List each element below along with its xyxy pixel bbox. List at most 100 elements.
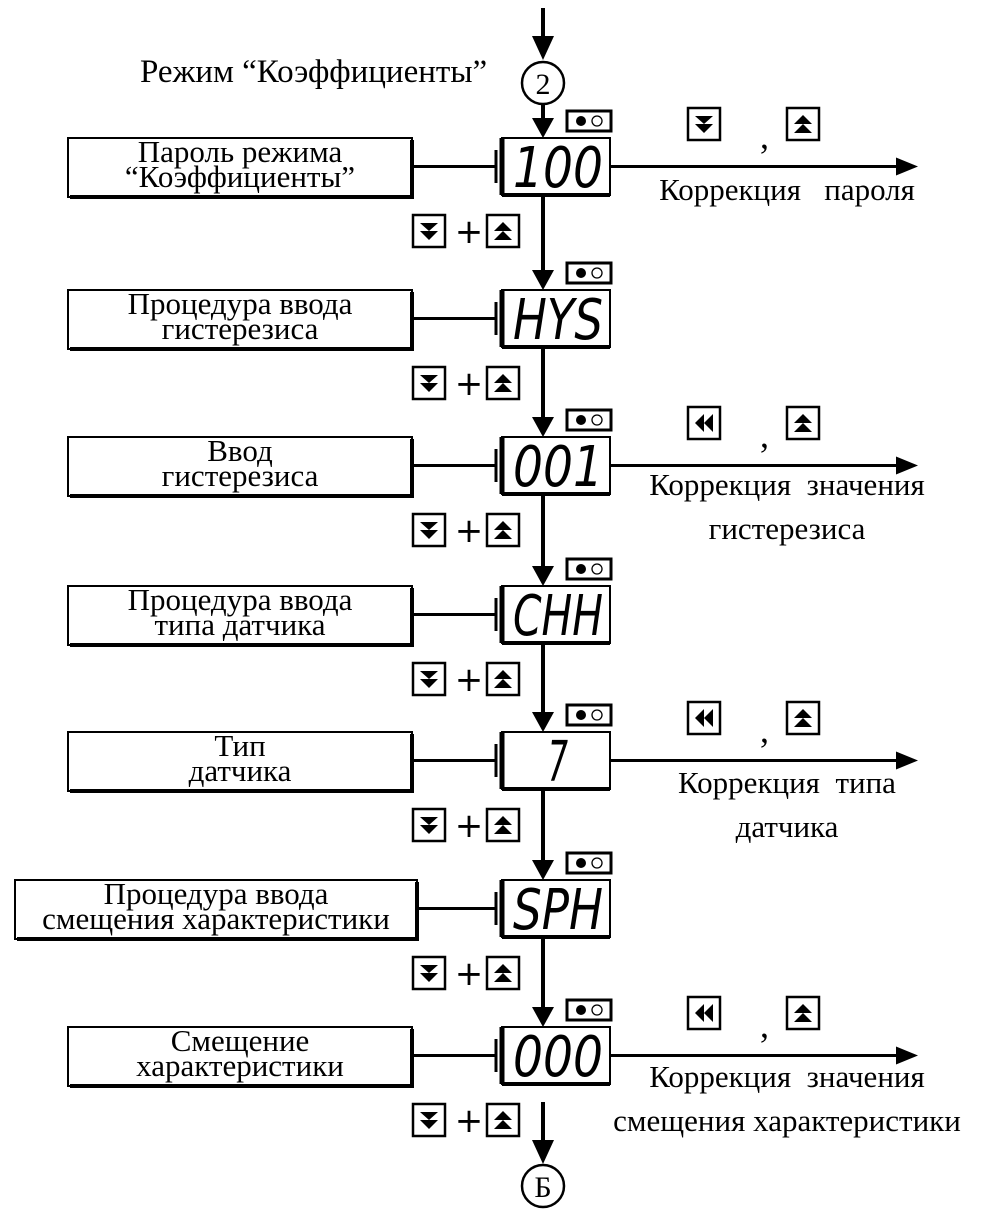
display-screen: 001 — [499, 435, 611, 500]
plus-sign: + — [455, 364, 484, 404]
up-key-icon[interactable] — [485, 365, 521, 401]
entry-arrow — [532, 8, 554, 60]
step-label-box: Пароль режима“Коэффициенты” — [67, 134, 414, 199]
transition-keys: + — [411, 511, 521, 551]
flow-arrowhead — [532, 270, 554, 290]
transition-keys: + — [411, 660, 521, 700]
up-key-icon[interactable] — [785, 700, 821, 736]
left-key-icon[interactable] — [686, 700, 722, 736]
down-key-icon[interactable] — [411, 661, 447, 697]
down-key-icon[interactable] — [411, 807, 447, 843]
transition-keys: + — [411, 806, 521, 846]
transition-keys: + — [411, 1101, 521, 1141]
step-label-line: характеристики — [136, 1048, 344, 1083]
down-key-icon[interactable] — [411, 512, 447, 548]
display-screen: SPH — [499, 878, 611, 943]
correction-label: Коррекция типа — [678, 765, 896, 800]
display-screen: HYS — [499, 288, 611, 353]
plus-sign: + — [455, 1101, 484, 1141]
connector-bottom-label: Б — [534, 1171, 551, 1204]
display-screen: 000 — [499, 1025, 611, 1090]
display-value: 100 — [513, 136, 603, 201]
step-label-line: датчика — [189, 753, 292, 788]
transition-keys: + — [411, 954, 521, 994]
up-key-icon[interactable] — [485, 807, 521, 843]
flow-arrowhead — [532, 417, 554, 437]
led-indicator — [565, 998, 613, 1022]
correction-label: смещения характеристики — [613, 1103, 961, 1138]
led-indicator — [565, 703, 613, 727]
down-key-icon[interactable] — [411, 1102, 447, 1138]
left-key-icon[interactable] — [686, 995, 722, 1031]
flow-arrowhead — [532, 118, 554, 138]
display-value: 7 — [548, 730, 568, 795]
key-separator: , — [760, 415, 769, 455]
plus-sign: + — [455, 954, 484, 994]
step-label-line: Процедура ввода — [128, 286, 353, 321]
led-indicator — [565, 557, 613, 581]
step-label-line: Пароль режима — [138, 134, 343, 169]
transition-keys: + — [411, 364, 521, 404]
display-screen: CHH — [499, 584, 611, 649]
flow-arrowhead — [532, 860, 554, 880]
up-key-icon[interactable] — [485, 1102, 521, 1138]
key-separator: , — [760, 1005, 769, 1045]
led-indicator — [565, 851, 613, 875]
connector-top-label: 2 — [536, 68, 551, 101]
plus-sign: + — [455, 511, 484, 551]
step-label-line: Тип — [214, 728, 265, 763]
down-key-icon[interactable] — [411, 213, 447, 249]
up-key-icon[interactable] — [485, 661, 521, 697]
down-key-icon[interactable] — [411, 955, 447, 991]
step-label-line: гистерезиса — [162, 311, 319, 346]
display-screen: 7 — [499, 730, 611, 795]
correction-label: Коррекция пароля — [659, 172, 915, 207]
left-key-icon[interactable] — [686, 405, 722, 441]
up-key-icon[interactable] — [785, 405, 821, 441]
display-value: 001 — [513, 435, 603, 500]
correction-label: датчика — [736, 809, 839, 844]
display-value: 000 — [513, 1025, 603, 1090]
plus-sign: + — [455, 660, 484, 700]
up-key-icon[interactable] — [485, 512, 521, 548]
correction-label: Коррекция значения — [649, 1059, 925, 1094]
up-key-icon[interactable] — [785, 106, 821, 142]
down-key-icon[interactable] — [686, 106, 722, 142]
down-key-icon[interactable] — [411, 365, 447, 401]
display-value: HYS — [513, 288, 603, 353]
plus-sign: + — [455, 806, 484, 846]
step-label-line: Ввод — [207, 433, 273, 468]
display-value: SPH — [513, 878, 603, 943]
step-label-line: Смещение — [171, 1023, 310, 1058]
up-key-icon[interactable] — [785, 995, 821, 1031]
step-label-line: “Коэффициенты” — [125, 159, 355, 194]
key-separator: , — [760, 116, 769, 156]
display-value: CHH — [513, 584, 603, 649]
up-key-icon[interactable] — [485, 955, 521, 991]
flow-arrowhead — [532, 1007, 554, 1027]
correction-branch: , Коррекция пароля — [610, 106, 918, 207]
connector-top: 2 — [520, 60, 566, 106]
correction-branch: , Коррекция значения смещения характеристи… — [610, 995, 961, 1138]
flow-step: Пароль режима“Коэффициенты” 100, Коррекция… — [67, 104, 918, 252]
key-separator: , — [760, 710, 769, 750]
mode-title: Режим “Коэффициенты” — [140, 54, 487, 90]
led-indicator — [565, 408, 613, 432]
step-label-line: типа датчика — [154, 607, 325, 642]
up-key-icon[interactable] — [485, 213, 521, 249]
step-label-line: Процедура ввода — [104, 876, 329, 911]
led-indicator — [565, 261, 613, 285]
plus-sign: + — [455, 212, 484, 252]
